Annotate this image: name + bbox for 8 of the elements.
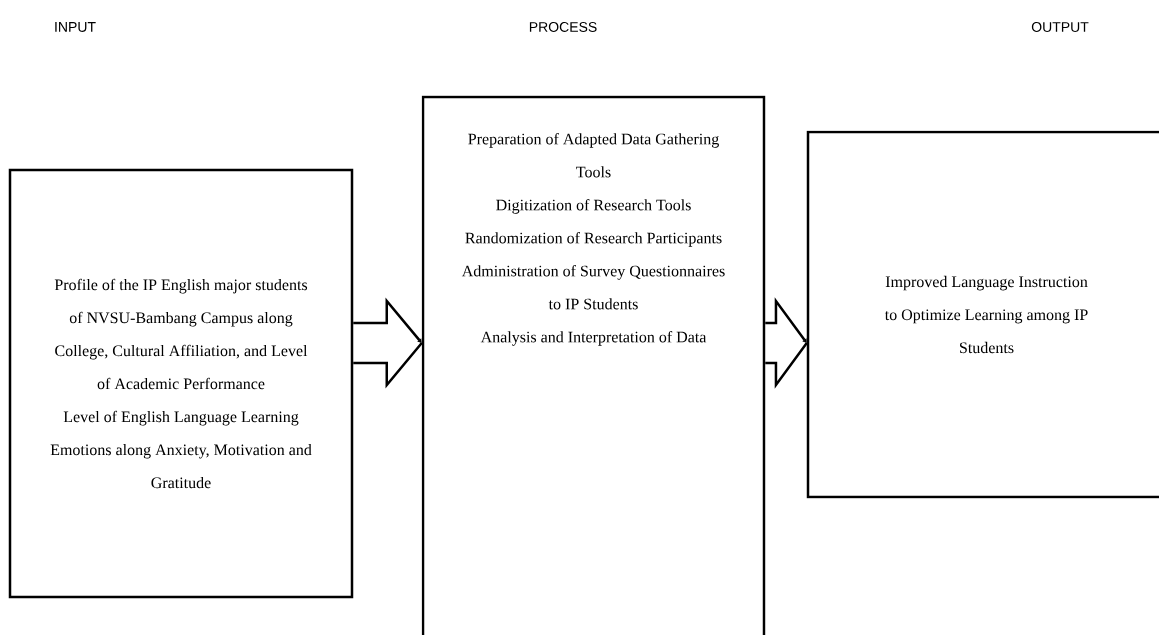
heading: OUTPUT [1031,22,1089,32]
text-box: Profile of the IP English major students of NVSU-Bambang Campus along College, Cultural Affiliation, and Level of Academic Performance Level of English Language Learning Emotions along Anxiety, Motivation and Gratitude [8,168,354,599]
text-box: Improved Language Instruction to Optimize Learning among IP Students [806,130,1159,499]
block-arrow [764,297,808,389]
heading: PROCESS [529,22,597,32]
heading: INPUT [55,22,96,32]
block-arrow [352,297,423,389]
text-box: Preparation of Adapted Data Gathering Tools Digitization of Research Tools Randomization of Research Participants Administration of Survey Questionnaires to IP Students Analysis and Interpretation of Data [421,95,766,635]
